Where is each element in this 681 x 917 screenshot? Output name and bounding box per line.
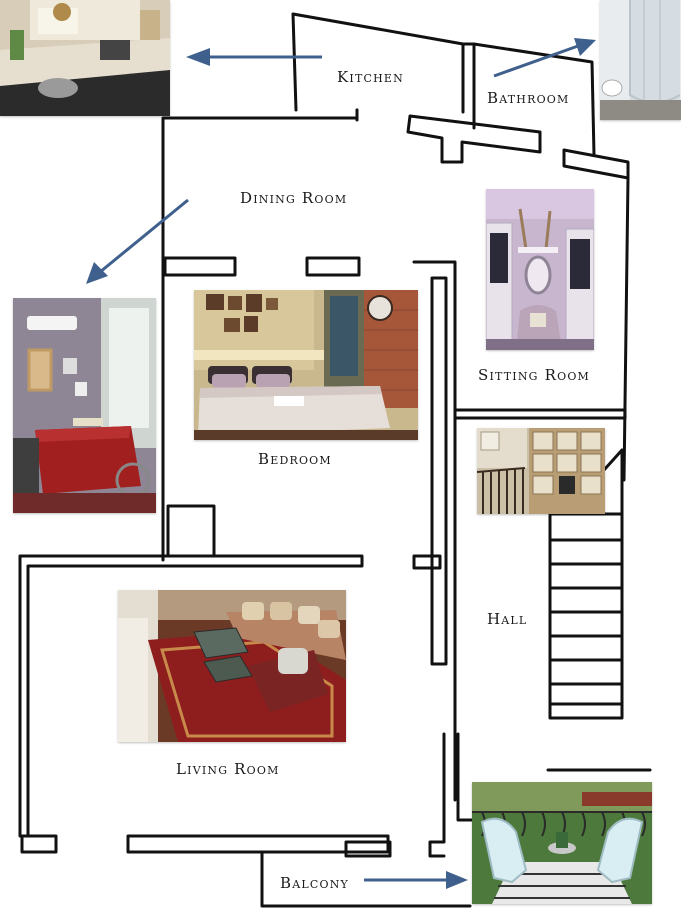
kitchen-bathroom-partition (461, 42, 476, 130)
bedroom-bottom-stub (166, 504, 216, 558)
living-bottom-mid (126, 834, 390, 854)
label-living-room: Living Room (176, 760, 280, 778)
balcony-wall (260, 850, 472, 908)
bedroom-photo (194, 290, 418, 440)
stairs (548, 448, 624, 720)
label-bathroom: Bathroom (487, 89, 570, 107)
bedroom-stub-mid (305, 256, 361, 277)
bathroom-photo (600, 0, 681, 120)
living-bottom-right (344, 840, 392, 858)
stairs-outline (548, 512, 624, 720)
dining-room-photo (13, 298, 156, 513)
hall-column (430, 276, 448, 666)
balcony-arrow (364, 871, 468, 889)
stairs-steps (548, 538, 624, 706)
label-dining-room: Dining Room (240, 189, 348, 207)
dining-arrow (86, 198, 189, 284)
living-top-wall (18, 554, 364, 838)
living-room-photo (118, 590, 346, 742)
label-balcony: Balcony (280, 874, 349, 892)
right-upper-wall (562, 148, 630, 180)
sitting-room-photo (486, 189, 594, 350)
bedroom-stub-left (163, 256, 237, 277)
t-wall (406, 114, 542, 164)
kitchen-arrow (186, 48, 322, 66)
stairs-rail (602, 448, 624, 516)
right-outer-wall (622, 176, 630, 482)
bedroom-right-wall (412, 260, 627, 420)
walls (18, 12, 652, 908)
label-kitchen: Kitchen (337, 68, 404, 86)
hall-stub (412, 554, 442, 570)
living-bottom-left (20, 834, 58, 854)
hall-lower-left (428, 732, 446, 858)
label-sitting-room: Sitting Room (478, 366, 591, 384)
arrows (86, 38, 596, 889)
bathroom-wall (472, 42, 596, 157)
kitchen-wall (291, 12, 465, 114)
kitchen-photo (0, 0, 170, 116)
label-hall: Hall (487, 610, 528, 628)
hall-photo (477, 428, 605, 514)
label-bedroom: Bedroom (258, 450, 332, 468)
bathroom-arrow (493, 38, 596, 78)
balcony-photo (472, 782, 652, 904)
